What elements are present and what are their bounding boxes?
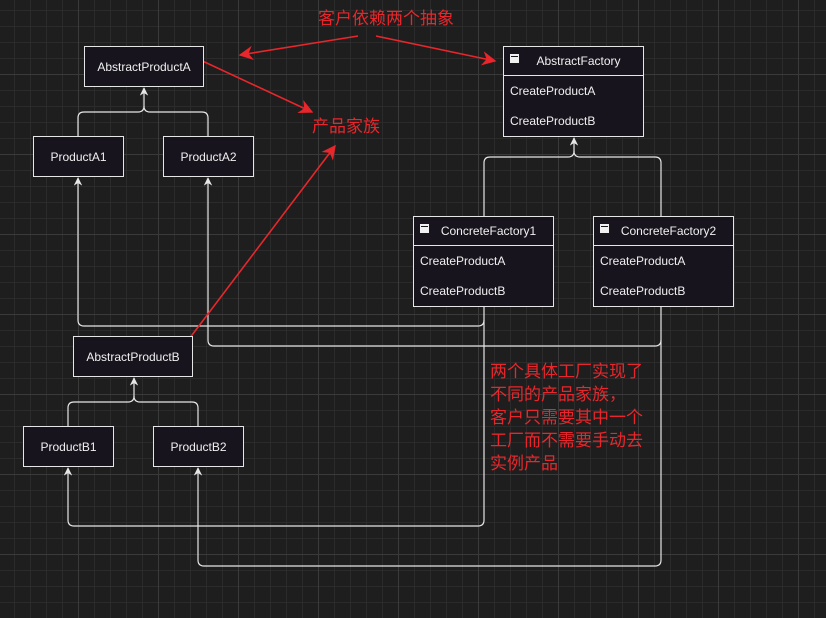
abstract-factory-title: AbstractFactory	[536, 54, 621, 68]
concrete-factory-2-op-create-a: CreateProductA	[600, 254, 686, 268]
product-b2-box[interactable]: ProductB2	[153, 426, 244, 467]
abstract-product-a-box[interactable]: AbstractProductA	[84, 46, 204, 87]
abstract-factory-op-create-b: CreateProductB	[510, 114, 596, 128]
product-a1-box[interactable]: ProductA1	[33, 136, 124, 177]
inherit-b2-connector	[133, 395, 199, 426]
cf2-creates-b2-connector	[193, 340, 662, 567]
client-to-abstract-product-a-arrow	[238, 35, 359, 61]
abstract-product-b-to-family-arrow	[185, 144, 336, 344]
product-b1-box[interactable]: ProductB1	[23, 426, 114, 467]
client-to-abstract-factory-arrow	[375, 35, 497, 66]
concrete-factory-2-title: ConcreteFactory2	[620, 224, 717, 238]
inherit-cf2-connector	[573, 150, 662, 216]
concrete-factory-2-header: ConcreteFactory2	[594, 217, 733, 246]
abstract-product-a-label: AbstractProductA	[97, 59, 191, 74]
explanation-annotation: 两个具体工厂实现了 不同的产品家族， 客户只需要其中一个 工厂而不需要手动去 实…	[490, 362, 643, 474]
cf1-creates-b1-connector	[63, 320, 485, 527]
product-b2-label: ProductB2	[170, 439, 227, 454]
abstract-product-b-box[interactable]: AbstractProductB	[73, 336, 193, 377]
inherit-b1-connector	[67, 377, 139, 426]
concrete-factory-2-class[interactable]: ConcreteFactory2 CreateProductA CreatePr…	[593, 216, 734, 307]
product-b1-label: ProductB1	[40, 439, 97, 454]
collapse-icon[interactable]	[599, 223, 610, 234]
product-a2-label: ProductA2	[180, 149, 237, 164]
collapse-icon[interactable]	[419, 223, 430, 234]
inherit-a1-connector	[77, 87, 149, 136]
abstract-product-a-to-family-arrow	[195, 57, 314, 114]
concrete-factory-1-op-create-b: CreateProductB	[420, 284, 506, 298]
concrete-factory-1-header: ConcreteFactory1	[414, 217, 553, 246]
abstract-factory-class[interactable]: AbstractFactory CreateProductA CreatePro…	[503, 46, 644, 137]
concrete-factory-1-title: ConcreteFactory1	[440, 224, 537, 238]
product-a1-label: ProductA1	[50, 149, 107, 164]
concrete-factory-1-op-create-a: CreateProductA	[420, 254, 506, 268]
client-depends-annotation: 客户依赖两个抽象	[318, 9, 454, 29]
concrete-factory-2-op-create-b: CreateProductB	[600, 284, 686, 298]
abstract-factory-op-create-a: CreateProductA	[510, 84, 596, 98]
inherit-a2-connector	[143, 105, 209, 136]
inherit-cf1-connector	[483, 137, 579, 216]
abstract-product-b-label: AbstractProductB	[86, 349, 180, 364]
abstract-factory-header: AbstractFactory	[504, 47, 643, 76]
concrete-factory-1-class[interactable]: ConcreteFactory1 CreateProductA CreatePr…	[413, 216, 554, 307]
product-a2-box[interactable]: ProductA2	[163, 136, 254, 177]
product-family-annotation: 产品家族	[312, 117, 380, 137]
collapse-icon[interactable]	[509, 53, 520, 64]
